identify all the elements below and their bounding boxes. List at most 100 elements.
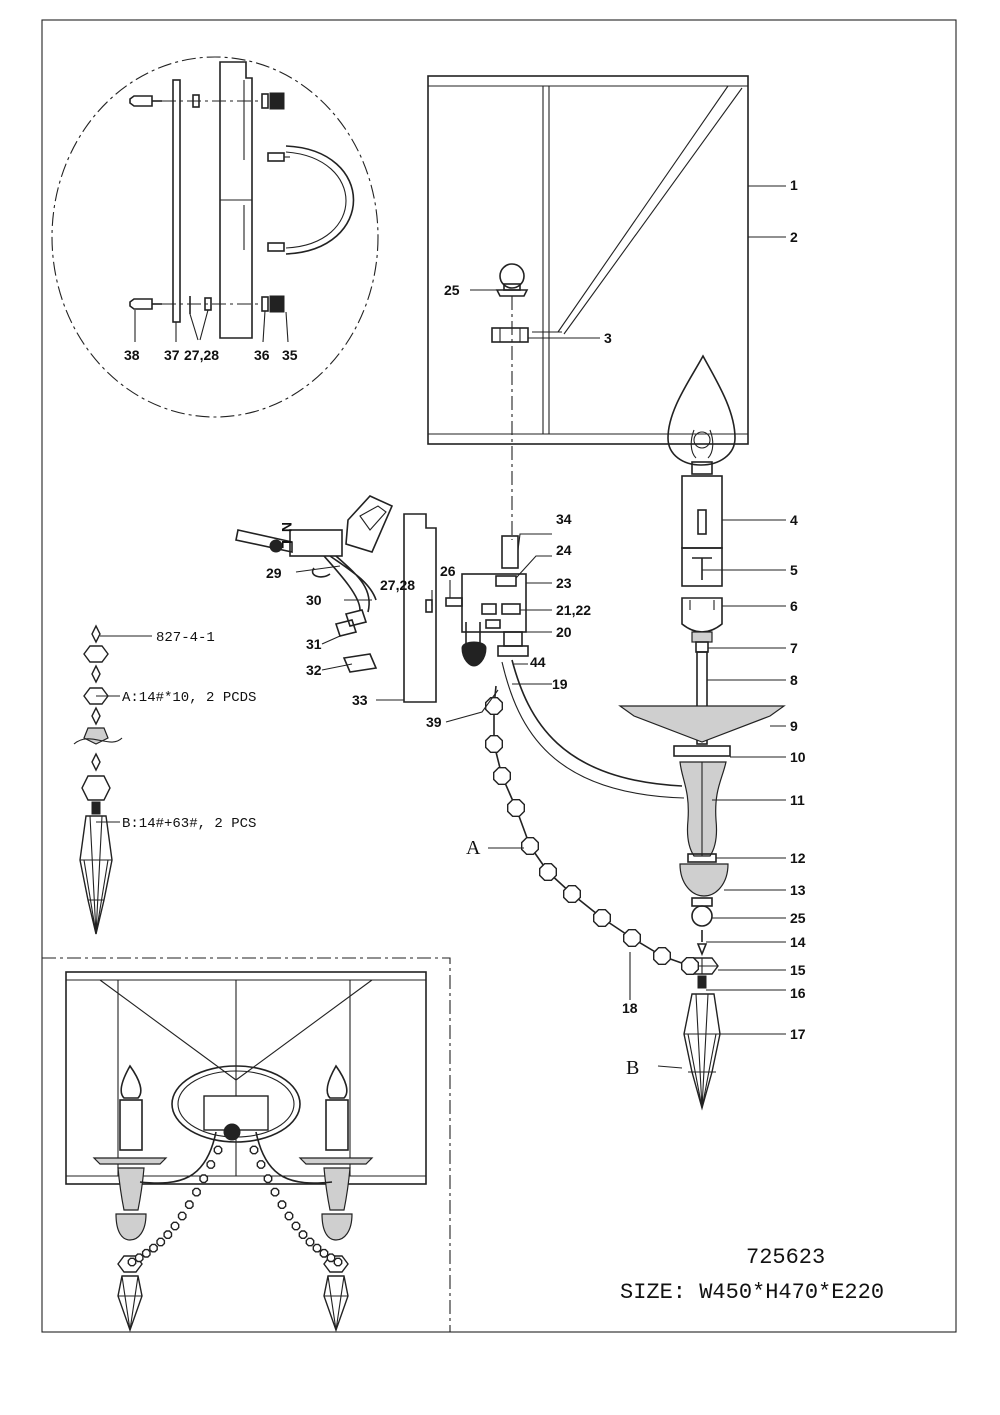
model-number: 725623	[746, 1245, 825, 1270]
label-9: 9	[790, 718, 798, 734]
label-3: 3	[604, 330, 612, 346]
label-10: 10	[790, 749, 806, 765]
chain-samples	[73, 624, 123, 935]
label-37: 37	[164, 347, 180, 363]
front-view-chains	[127, 1145, 343, 1267]
candle-assembly	[501, 354, 786, 1111]
chain-b-note: B:14#+63#, 2 PCS	[122, 816, 256, 832]
label-4: 4	[790, 512, 798, 528]
label-16: 16	[790, 985, 806, 1001]
label-14: 14	[790, 934, 806, 950]
mini-bead	[305, 1237, 315, 1247]
chain-bead	[493, 767, 511, 785]
label-30: 30	[306, 592, 322, 608]
mini-bead	[156, 1237, 166, 1247]
chain-code-note: 827-4-1	[156, 630, 215, 646]
label-25-top: 25	[444, 282, 460, 298]
label-wire-l: L	[279, 540, 295, 549]
label-2: 2	[790, 229, 798, 245]
part-labels: 1 2 3 25 4 5 6 7 8 9 10 11 12 13 25 14 1…	[124, 177, 806, 1042]
mini-bead	[298, 1230, 308, 1240]
mini-bead	[263, 1174, 273, 1184]
label-11: 11	[790, 792, 805, 808]
label-35: 35	[282, 347, 298, 363]
chain-bead	[485, 697, 503, 715]
label-17: 17	[790, 1026, 806, 1042]
label-8: 8	[790, 672, 798, 688]
chain-bead	[623, 929, 641, 947]
label-31: 31	[306, 636, 322, 652]
mini-bead	[333, 1257, 343, 1267]
label-5: 5	[790, 562, 798, 578]
mini-bead	[206, 1160, 216, 1169]
mini-bead	[127, 1257, 137, 1267]
page-frame	[41, 19, 957, 1333]
label-18: 18	[622, 1000, 638, 1016]
chain-bead	[593, 909, 611, 927]
label-21-22: 21,22	[556, 602, 591, 618]
label-32: 32	[306, 662, 322, 678]
chain-bead	[521, 837, 539, 855]
label-6: 6	[790, 598, 798, 614]
lampshade	[427, 75, 749, 540]
label-38: 38	[124, 347, 140, 363]
chain-a-note: A:14#*10, 2 PCDS	[122, 690, 256, 706]
label-23: 23	[556, 575, 572, 591]
label-39: 39	[426, 714, 442, 730]
label-29: 29	[266, 565, 282, 581]
chain-bead	[563, 885, 581, 903]
label-27-28-detail: 27,28	[184, 347, 219, 363]
mount-detail	[51, 56, 379, 418]
label-34: 34	[556, 511, 572, 527]
mini-bead	[284, 1211, 294, 1221]
chain-notes: 827-4-1 A:14#*10, 2 PCDS B:14#+63#, 2 PC…	[122, 630, 256, 832]
chain-bead	[539, 863, 557, 881]
label-15: 15	[790, 962, 806, 978]
chain-bead	[485, 735, 503, 753]
mini-bead	[319, 1248, 329, 1258]
chain-bead	[681, 957, 699, 975]
mini-bead	[256, 1160, 266, 1169]
label-36: 36	[254, 347, 270, 363]
mini-bead	[249, 1145, 259, 1155]
mini-bead	[163, 1230, 173, 1240]
model-size: SIZE: W450*H470*E220	[620, 1280, 884, 1305]
mini-bead	[270, 1187, 280, 1197]
label-wire-n: N	[279, 522, 295, 532]
canopy-wiring	[235, 495, 529, 703]
mini-bead	[177, 1211, 187, 1221]
label-25-bottom: 25	[790, 910, 806, 926]
mini-bead	[141, 1248, 151, 1258]
label-12: 12	[790, 850, 806, 866]
label-7: 7	[790, 640, 798, 656]
mini-bead	[326, 1253, 336, 1263]
label-44: 44	[530, 654, 546, 670]
label-27-28-canopy: 27,28	[380, 577, 415, 593]
mini-bead	[134, 1253, 144, 1263]
label-1: 1	[790, 177, 798, 193]
mini-bead	[312, 1243, 322, 1253]
chain-bead	[507, 799, 525, 817]
mini-bead	[291, 1221, 301, 1231]
label-33: 33	[352, 692, 368, 708]
mini-bead	[170, 1221, 180, 1231]
bead-chain	[485, 685, 699, 975]
label-26: 26	[440, 563, 456, 579]
mini-bead	[277, 1200, 287, 1210]
marker-a: A	[466, 837, 481, 859]
chain-markers: A B	[466, 837, 639, 1079]
leader-lines	[96, 185, 786, 1069]
mini-bead	[199, 1174, 209, 1184]
label-13: 13	[790, 882, 806, 898]
mini-bead	[213, 1145, 223, 1155]
title-block: 725623 SIZE: W450*H470*E220	[620, 1245, 884, 1305]
front-view	[42, 957, 451, 1333]
chain-bead	[653, 947, 671, 965]
mini-bead	[184, 1200, 194, 1210]
mini-bead	[149, 1243, 158, 1253]
label-19: 19	[552, 676, 568, 692]
label-24: 24	[556, 542, 572, 558]
mini-bead	[192, 1187, 201, 1197]
label-20: 20	[556, 624, 572, 640]
